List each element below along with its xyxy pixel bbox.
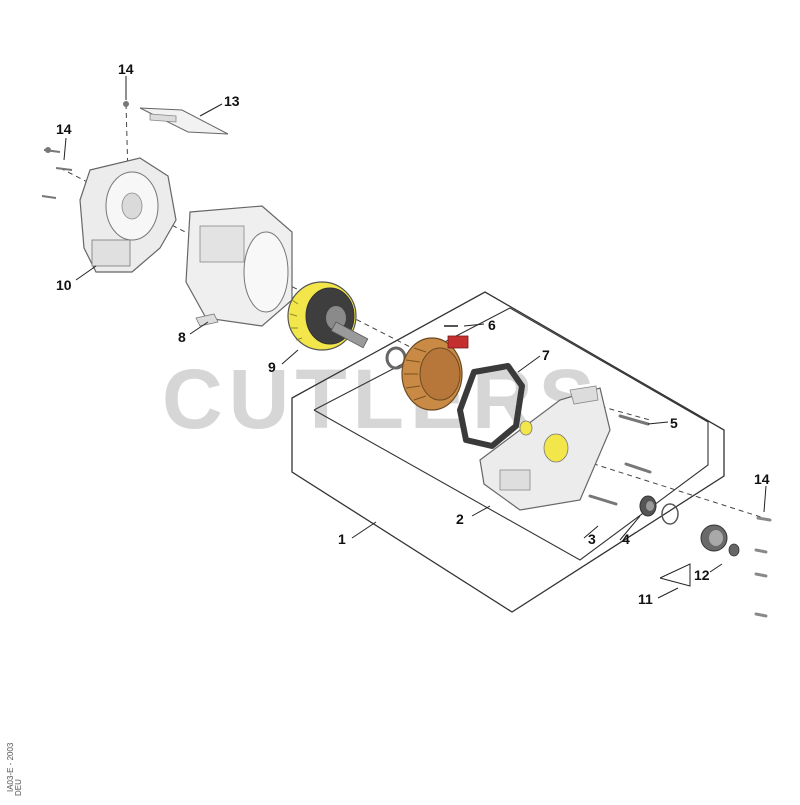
leader-lines bbox=[63, 76, 767, 599]
callout-4: 4 bbox=[622, 531, 630, 547]
callout-1: 1 bbox=[338, 531, 346, 547]
retaining-ring bbox=[661, 503, 679, 525]
callout-labels: 14 13 14 10 8 9 6 7 5 2 1 3 4 14 12 11 bbox=[56, 61, 770, 607]
callout-11: 11 bbox=[638, 591, 653, 607]
callout-6: 6 bbox=[488, 317, 496, 333]
screws-right bbox=[754, 516, 772, 618]
cap-sleeve bbox=[700, 524, 740, 557]
callout-14-top: 14 bbox=[118, 61, 134, 77]
stator bbox=[401, 325, 469, 411]
bracket-plate bbox=[123, 101, 229, 135]
rotor bbox=[287, 281, 369, 351]
callout-7: 7 bbox=[542, 347, 550, 363]
fan-housing bbox=[185, 205, 293, 327]
figure-code-sub: DEU bbox=[14, 779, 23, 796]
callout-12: 12 bbox=[694, 567, 710, 583]
callout-5: 5 bbox=[670, 415, 678, 431]
figure-code: IA03-E - 2003 DEU bbox=[4, 730, 23, 796]
gasket bbox=[457, 363, 525, 449]
callout-10: 10 bbox=[56, 277, 72, 293]
end-cover-housing bbox=[41, 147, 177, 273]
callout-8: 8 bbox=[178, 329, 186, 345]
bearing bbox=[639, 495, 657, 517]
callout-13: 13 bbox=[224, 93, 240, 109]
callout-3: 3 bbox=[588, 531, 596, 547]
studs bbox=[588, 414, 652, 506]
callout-14-left: 14 bbox=[56, 121, 72, 137]
callout-14-right: 14 bbox=[754, 471, 770, 487]
callout-2: 2 bbox=[456, 511, 464, 527]
assembly-bounding-box bbox=[291, 291, 725, 613]
alignment-lines bbox=[59, 103, 765, 519]
crankcase-housing bbox=[479, 385, 611, 511]
callout-9: 9 bbox=[268, 359, 276, 375]
